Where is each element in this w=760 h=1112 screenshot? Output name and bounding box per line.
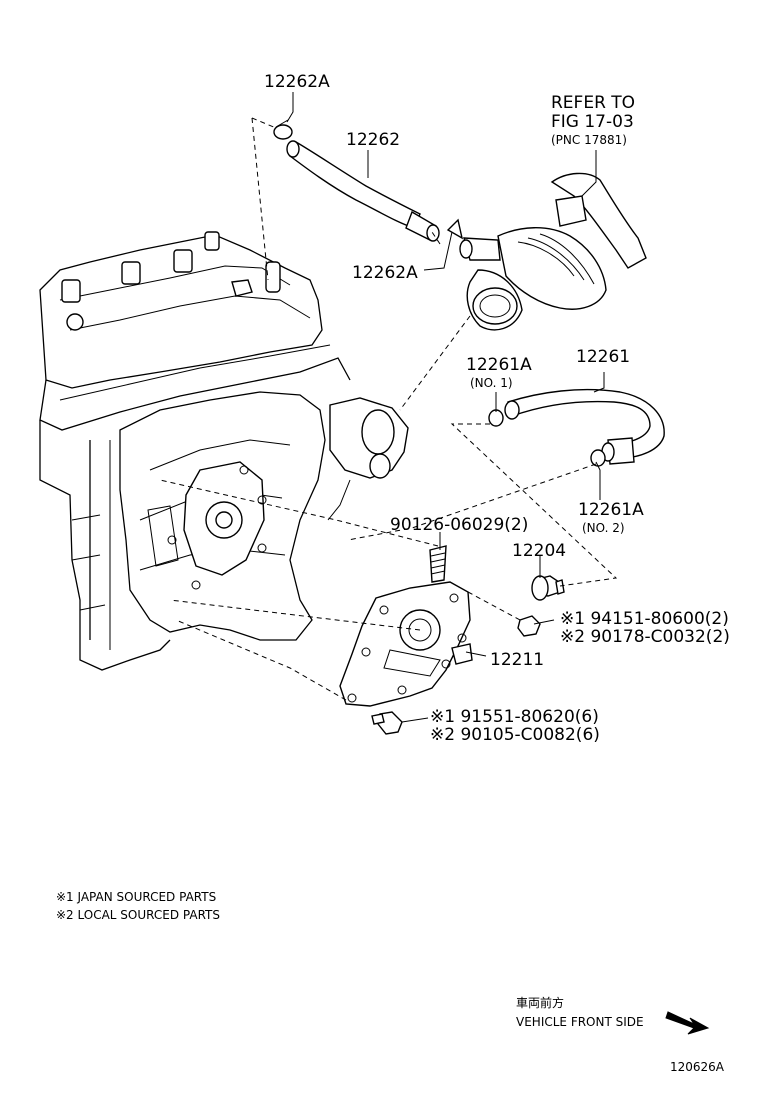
label-94151: ※1 94151-80600(2) (560, 609, 729, 629)
note-local-sourced: ※2 LOCAL SOURCED PARTS (56, 908, 220, 922)
label-91551: ※1 91551-80620(6) (430, 707, 599, 727)
stud-bolt-90126 (429, 545, 447, 583)
nut-94151 (517, 615, 541, 637)
label-90178: ※2 90178-C0032(2) (560, 627, 730, 647)
clip-12261A-no1 (488, 409, 504, 427)
housing-12211 (339, 581, 473, 707)
label-refer-line2: FIG 17-03 (551, 112, 634, 132)
label-12262A-mid: 12262A (352, 263, 418, 283)
reference-lines (159, 117, 618, 701)
front-direction-arrow-icon (665, 1011, 710, 1035)
label-12261: 12261 (576, 347, 630, 367)
hose-12261 (504, 388, 665, 465)
label-12261A-bot-sub: (NO. 2) (582, 521, 625, 535)
label-12262A-top: 12262A (264, 72, 330, 92)
engine-block (39, 231, 409, 671)
clip-12261A-no2 (590, 449, 606, 467)
label-12261A-top: 12261A (466, 355, 532, 375)
label-12262: 12262 (346, 130, 400, 150)
air-intake-connector (459, 172, 647, 331)
label-12211: 12211 (490, 650, 544, 670)
bolt-91551 (371, 711, 403, 735)
label-90105: ※2 90105-C0082(6) (430, 725, 600, 745)
label-12261A-top-sub: (NO. 1) (470, 376, 513, 390)
direction-label-jp: 車両前方 (516, 995, 564, 1010)
hose-12262 (286, 140, 440, 242)
label-12204: 12204 (512, 541, 566, 561)
label-90126: 90126-06029(2) (390, 515, 528, 535)
figure-id: 120626A (670, 1060, 725, 1074)
label-refer-line3: (PNC 17881) (551, 133, 627, 147)
clip-12262A-mid (446, 218, 464, 240)
note-japan-sourced: ※1 JAPAN SOURCED PARTS (56, 890, 216, 904)
direction-label-en: VEHICLE FRONT SIDE (516, 1015, 644, 1029)
label-12261A-bot: 12261A (578, 500, 644, 520)
sensor-12204 (531, 575, 565, 601)
label-refer-line1: REFER TO (551, 93, 635, 113)
clip-12262A-top (273, 119, 293, 140)
leader-lines (286, 92, 605, 723)
